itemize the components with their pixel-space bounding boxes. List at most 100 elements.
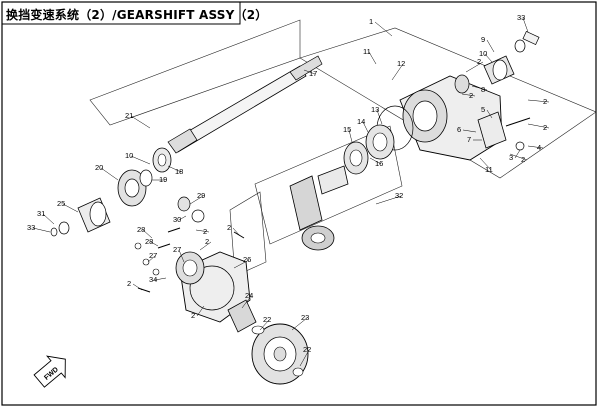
callout-leader: [232, 227, 241, 237]
callout-label: 34: [149, 275, 157, 284]
gearbox-housing: [343, 75, 503, 175]
diagram-title: 换挡变速系统（2）/GEARSHIFT ASSY（2）: [6, 8, 268, 22]
callout-leader: [132, 283, 143, 291]
callout-label: 2: [521, 155, 525, 164]
callout-leader: [62, 203, 79, 213]
callout-leader: [259, 319, 270, 331]
callout-label: 11: [485, 165, 493, 174]
callout-leader: [299, 349, 310, 367]
callout-leader: [147, 255, 156, 263]
callout-leader: [32, 227, 51, 233]
callout-label: 13: [371, 105, 379, 114]
callout-leader: [374, 21, 393, 37]
callout-leader: [291, 317, 308, 331]
callout-label: 27: [149, 251, 157, 260]
callout-label: 28: [137, 225, 145, 234]
callout-leader: [233, 259, 250, 269]
callout-label: 2: [227, 223, 231, 232]
callout-label: 19: [159, 175, 167, 184]
callout-label: 12: [397, 59, 405, 68]
callout-leader: [42, 213, 55, 225]
front-bearing-set: [117, 147, 172, 207]
callout-label: 5: [481, 105, 485, 114]
group-outline-shaft: [89, 19, 301, 126]
callout-label: 2: [543, 97, 547, 106]
callout-leader: [484, 53, 493, 63]
callout-label: 10: [125, 151, 133, 160]
callout-label: 6: [457, 125, 461, 134]
output-shaft: [167, 55, 323, 154]
callout-label: 23: [301, 313, 309, 322]
callout-label: 32: [395, 191, 403, 200]
callout-leader: [527, 145, 544, 149]
callout-label: 2: [127, 279, 131, 288]
callout-leader: [100, 167, 119, 181]
callout-label: 25: [57, 199, 65, 208]
callout-label: 20: [95, 163, 103, 172]
callout-leader: [514, 149, 521, 159]
top-bearing-assembly: [454, 30, 540, 94]
callout-label: 24: [245, 291, 253, 300]
small-fasteners: [134, 196, 245, 293]
callout-label: 16: [375, 159, 383, 168]
callout-leader: [376, 109, 383, 125]
callout-label: 9: [481, 35, 485, 44]
callout-label: 33: [27, 223, 35, 232]
callout-label: 31: [37, 209, 45, 218]
callout-leader: [142, 229, 153, 239]
callout-leader: [522, 17, 529, 33]
callout-label: 18: [175, 167, 183, 176]
callout-label: 2: [543, 123, 547, 132]
callout-leader: [189, 195, 204, 205]
callout-label: 30: [173, 215, 181, 224]
callout-leader: [178, 215, 187, 221]
callout-label: 14: [357, 117, 365, 126]
group-outline-gears: [254, 125, 403, 245]
callout-label: 1: [369, 17, 373, 26]
callout-leader: [486, 39, 495, 53]
callout-label: 3: [509, 153, 513, 162]
callout-leader: [178, 249, 185, 263]
callout-label: 2: [469, 91, 473, 100]
callout-leader: [527, 123, 550, 129]
callout-leader: [486, 109, 493, 119]
callout-leader: [167, 165, 182, 173]
callout-leader: [196, 305, 205, 317]
callout-label: 22: [303, 345, 311, 354]
callout-label: 10: [479, 49, 487, 58]
callout-leader: [348, 129, 353, 143]
callout-label: 27: [173, 245, 181, 254]
title-box: [1, 1, 241, 25]
callout-leader: [241, 295, 252, 309]
callout-leader: [479, 157, 492, 171]
callout-label: 2: [477, 57, 481, 66]
callout-label: 29: [197, 191, 205, 200]
callout-leader: [391, 63, 404, 81]
callout-leader: [154, 277, 167, 281]
callout-leader: [461, 93, 476, 97]
callout-label: 15: [343, 125, 351, 134]
coupling-sleeve: [50, 197, 111, 237]
gear-train: [227, 299, 309, 385]
callout-leader: [509, 153, 528, 161]
callout-label: 2: [203, 227, 207, 236]
callout-label: 2: [205, 237, 209, 246]
group-outline-small: [229, 191, 267, 277]
callout-label: 8: [481, 85, 485, 94]
callout-leader: [195, 229, 210, 233]
callout-leader: [303, 69, 316, 75]
callout-leader: [362, 121, 369, 133]
callout-leader: [150, 241, 159, 247]
callout-label: 2: [191, 311, 195, 320]
shift-arm: [477, 111, 531, 151]
callout-label: 33: [517, 13, 525, 22]
callout-leader: [130, 115, 151, 129]
callout-label: 28: [145, 237, 153, 246]
forward-arrow: [33, 355, 66, 388]
callout-label: 22: [263, 315, 271, 324]
callout-label: 7: [467, 135, 471, 144]
callout-leader: [462, 129, 477, 133]
